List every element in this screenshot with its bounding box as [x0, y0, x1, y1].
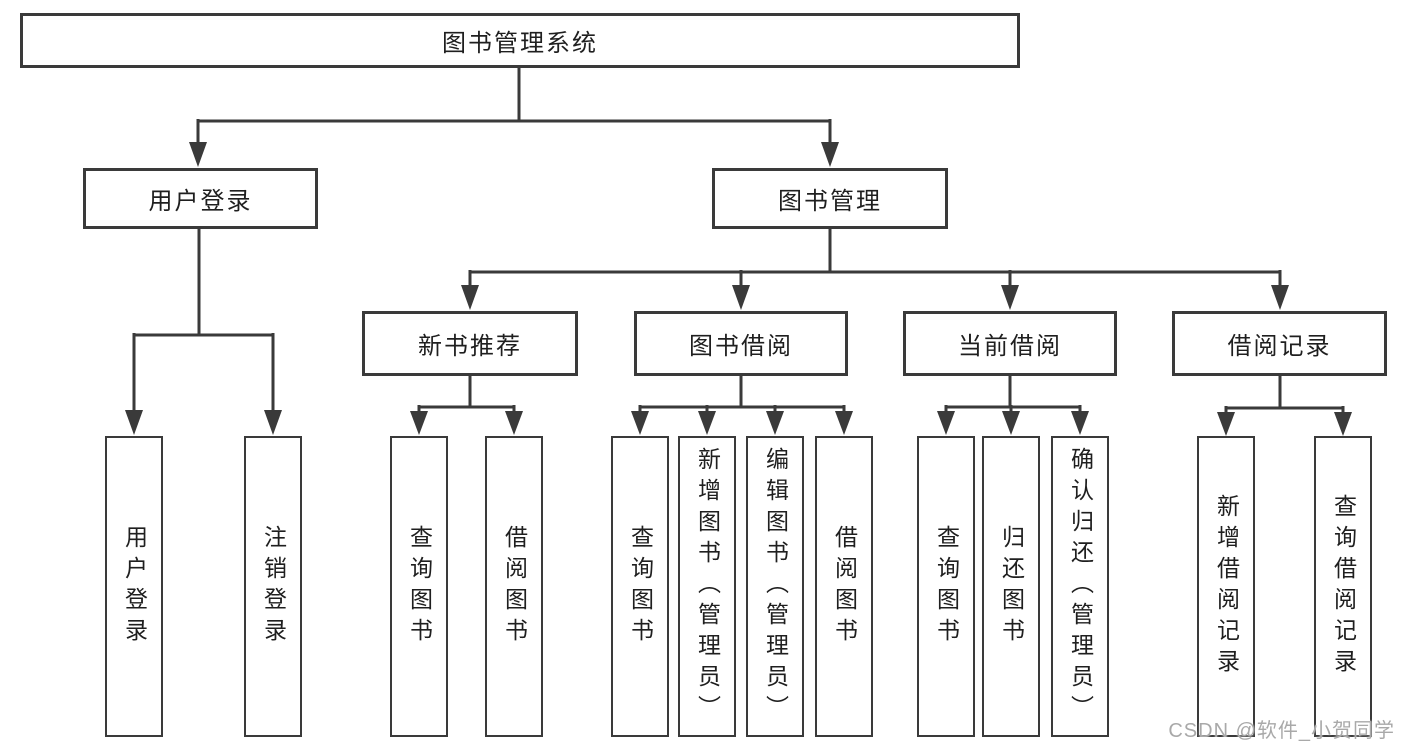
node-user-login: 用户登录: [83, 168, 318, 229]
node-borrow-records-label: 借阅记录: [1227, 333, 1332, 360]
leaf-edit-book-admin: 编辑图书（管理员）: [746, 436, 804, 737]
leaf-borrow-books-recommend-label: 借阅图书: [501, 524, 528, 649]
node-new-book-recommend-label: 新书推荐: [418, 333, 522, 360]
node-root: 图书管理系统: [20, 13, 1020, 68]
leaf-query-books-current: 查询图书: [917, 436, 975, 737]
leaf-add-book-admin: 新增图书（管理员）: [678, 436, 736, 737]
node-book-borrow: 图书借阅: [634, 311, 848, 376]
leaf-borrow-books: 借阅图书: [815, 436, 873, 737]
leaf-edit-book-admin-label: 编辑图书（管理员）: [762, 447, 789, 726]
node-book-management: 图书管理: [712, 168, 948, 229]
node-current-borrow: 当前借阅: [903, 311, 1117, 376]
leaf-logout-label: 注销登录: [260, 524, 287, 649]
leaf-query-books-recommend-label: 查询图书: [406, 524, 433, 649]
leaf-return-book: 归还图书: [982, 436, 1040, 737]
leaf-add-borrow-record-label: 新增借阅记录: [1213, 493, 1240, 680]
leaf-confirm-return-admin: 确认归还（管理员）: [1051, 436, 1109, 737]
csdn-watermark: CSDN @软件_小贺同学: [1168, 720, 1395, 742]
leaf-query-books-borrow: 查询图书: [611, 436, 669, 737]
leaf-query-books-current-label: 查询图书: [933, 524, 960, 649]
leaf-add-borrow-record: 新增借阅记录: [1197, 436, 1255, 737]
leaf-query-books-recommend: 查询图书: [390, 436, 448, 737]
arrowheads: [125, 142, 1352, 436]
node-book-management-label: 图书管理: [778, 188, 882, 215]
leaf-query-borrow-record: 查询借阅记录: [1314, 436, 1372, 737]
node-user-login-label: 用户登录: [148, 188, 253, 215]
leaf-return-book-label: 归还图书: [998, 524, 1025, 649]
node-new-book-recommend: 新书推荐: [362, 311, 578, 376]
leaf-add-book-admin-label: 新增图书（管理员）: [694, 447, 721, 726]
leaf-logout: 注销登录: [244, 436, 302, 737]
node-borrow-records: 借阅记录: [1172, 311, 1387, 376]
leaf-confirm-return-admin-label: 确认归还（管理员）: [1067, 447, 1094, 726]
leaf-query-borrow-record-label: 查询借阅记录: [1330, 493, 1357, 680]
leaf-borrow-books-recommend: 借阅图书: [485, 436, 543, 737]
node-book-borrow-label: 图书借阅: [689, 333, 793, 360]
leaf-user-login: 用户登录: [105, 436, 163, 737]
leaf-borrow-books-label: 借阅图书: [831, 524, 858, 649]
leaf-query-books-borrow-label: 查询图书: [627, 524, 654, 649]
leaf-user-login-label: 用户登录: [121, 524, 148, 649]
node-current-borrow-label: 当前借阅: [958, 333, 1062, 360]
node-root-label: 图书管理系统: [442, 30, 598, 57]
